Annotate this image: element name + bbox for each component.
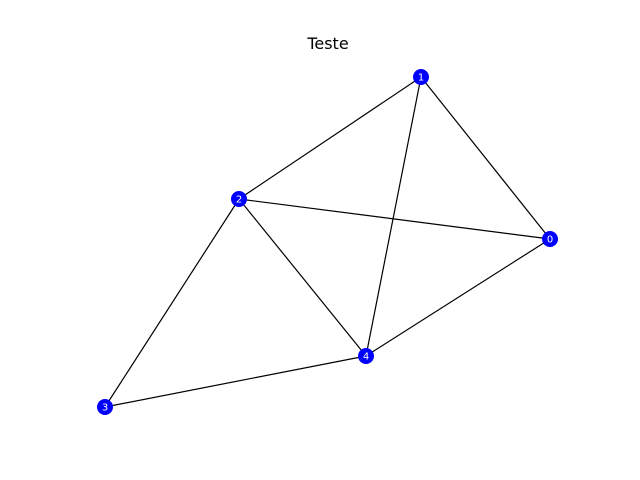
node-label-4: 4 [363, 352, 369, 363]
nodes-layer: 0 1 2 3 4 [97, 69, 558, 415]
node-circle-3 [97, 399, 113, 415]
node-3: 3 [97, 399, 113, 415]
edge-2-3 [104, 198, 240, 408]
edge-1-4 [365, 76, 422, 357]
node-circle-4 [358, 348, 374, 364]
node-label-2: 2 [236, 195, 242, 206]
node-circle-0 [542, 231, 558, 247]
node-circle-2 [231, 191, 247, 207]
node-2: 2 [231, 191, 247, 207]
edge-0-4 [365, 238, 551, 357]
edges-layer [104, 76, 551, 408]
node-0: 0 [542, 231, 558, 247]
node-label-1: 1 [418, 73, 424, 84]
edge-1-2 [238, 76, 422, 200]
node-1: 1 [413, 69, 429, 85]
node-circle-1 [413, 69, 429, 85]
edge-1-0 [420, 76, 551, 240]
node-label-0: 0 [547, 235, 553, 246]
edge-2-0 [238, 198, 551, 240]
edge-2-4 [238, 198, 367, 357]
node-label-3: 3 [102, 403, 108, 414]
graph-title: Teste [306, 34, 348, 53]
node-4: 4 [358, 348, 374, 364]
edge-3-4 [104, 355, 367, 408]
